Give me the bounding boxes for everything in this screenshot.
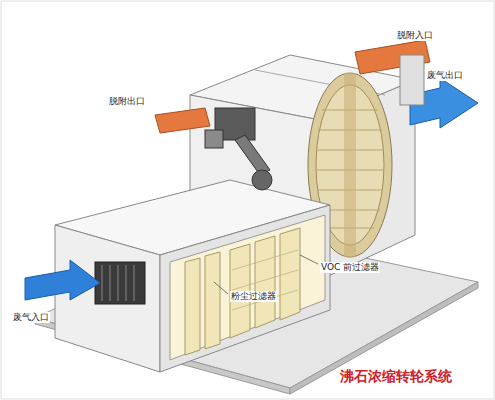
part-label: 脱附出口 [108,96,146,107]
part-label: VOC 前过滤器 [320,262,380,273]
part-label: 脱附入口 [396,30,434,41]
part-label: 废气出口 [426,70,464,81]
part-label: 废气入口 [12,312,50,323]
caption: 沸石浓缩转轮系统 [340,368,452,385]
part-label: 粉尘过滤器 [230,291,277,302]
